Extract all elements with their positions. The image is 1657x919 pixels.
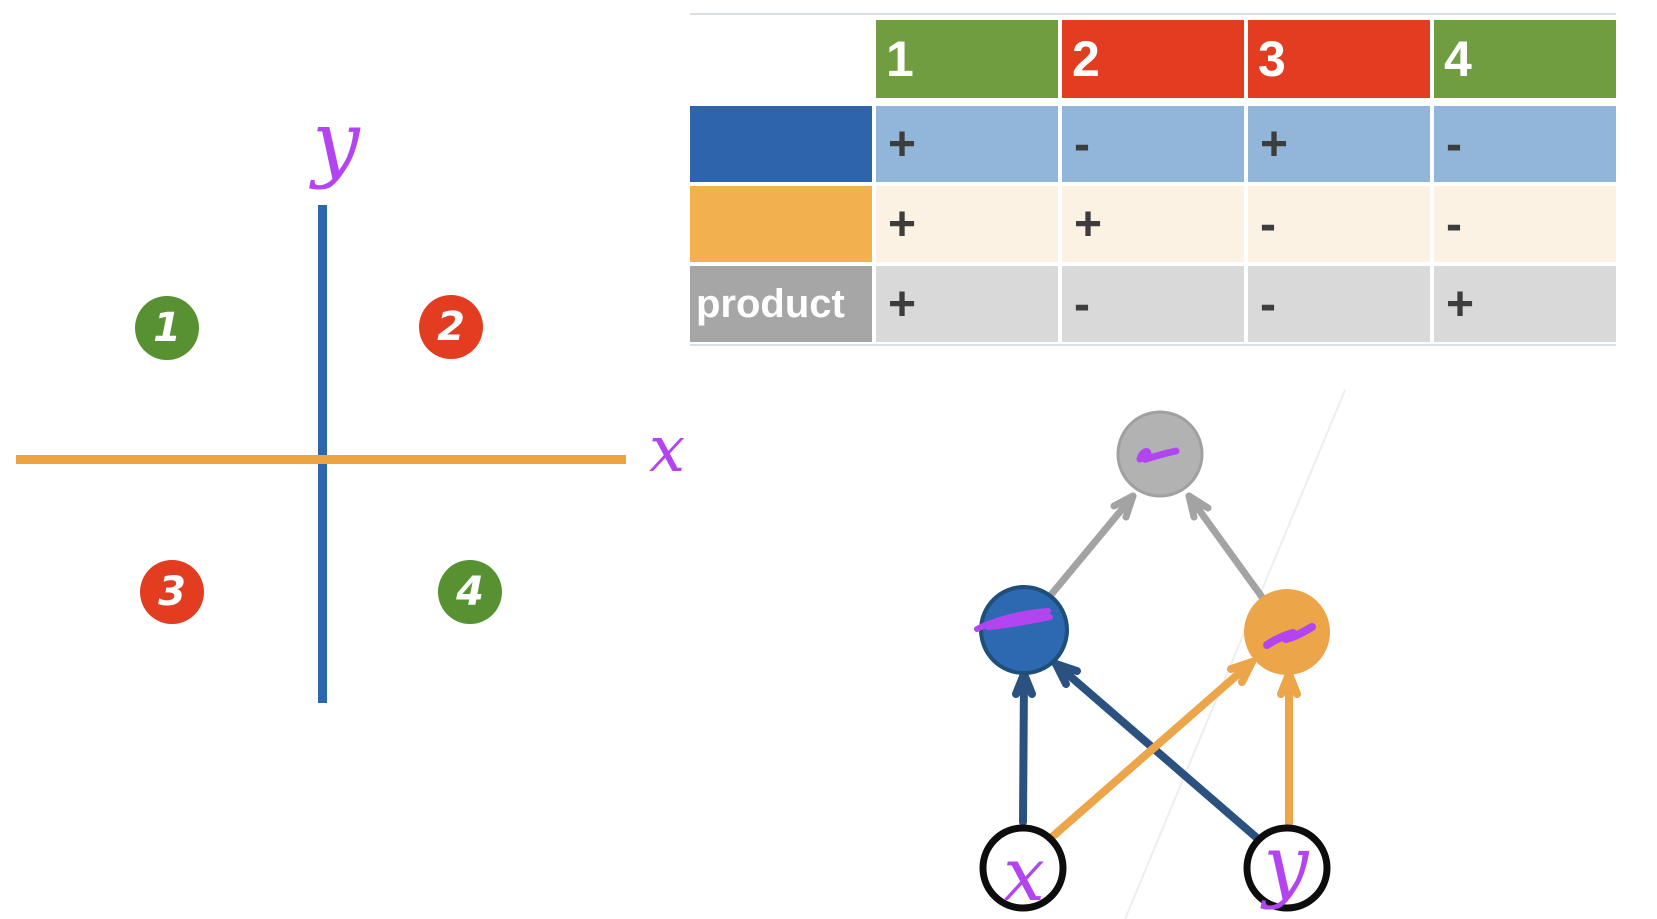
arrow-x-to-blue xyxy=(1019,670,1028,826)
sign-cell-x-q3: + xyxy=(1248,106,1430,182)
x-axis-line xyxy=(16,455,626,464)
arrow-y-to-blue xyxy=(1052,660,1261,842)
product-row-header: product xyxy=(690,266,872,342)
quadrant-2-badge: 2 xyxy=(419,295,483,359)
sign-cell-y-q3: - xyxy=(1248,186,1430,262)
sign-cell-x-q4: - xyxy=(1434,106,1616,182)
arrowhead-y-to-blue xyxy=(1052,660,1081,688)
input-node-x xyxy=(979,824,1067,912)
orange-node-mark xyxy=(1263,623,1316,649)
sign-cell-y-q4: - xyxy=(1434,186,1616,262)
quadrant-3-badge: 3 xyxy=(140,560,204,624)
sign-cell-x-q2: - xyxy=(1062,106,1244,182)
table-body: + - + - + + - - product + - - + xyxy=(690,106,1616,342)
arrow-blue-to-output xyxy=(1046,492,1137,600)
sign-cell-y-q1: + xyxy=(876,186,1058,262)
hidden-node-blue xyxy=(979,585,1069,675)
arrowhead-orange-to-output xyxy=(1185,492,1212,521)
input-y-label: y xyxy=(1260,818,1310,911)
column-header-2: 2 xyxy=(1062,20,1244,98)
faint-diagonal-line xyxy=(1124,389,1346,919)
table-top-border xyxy=(690,13,1616,15)
quadrant-1-badge: 1 xyxy=(135,296,199,360)
input-x-label: x xyxy=(1003,832,1045,918)
quadrant-4-badge: 4 xyxy=(438,560,502,624)
quadrant-1-label: 1 xyxy=(153,305,181,351)
column-header-3: 3 xyxy=(1248,20,1430,98)
sign-cell-y-q2: + xyxy=(1062,186,1244,262)
y-axis-line xyxy=(318,205,327,703)
x-axis-label: x xyxy=(648,413,686,487)
column-header-1: 1 xyxy=(876,20,1058,98)
table-header-row: 1 2 3 4 xyxy=(690,20,1616,98)
sign-cell-x-q1: + xyxy=(876,106,1058,182)
sign-cell-product-q4: + xyxy=(1434,266,1616,342)
quadrant-3-label: 3 xyxy=(158,569,186,615)
blue-node-mark xyxy=(974,608,1053,632)
quadrant-4-label: 4 xyxy=(456,569,484,615)
quadrant-2-label: 2 xyxy=(437,304,465,350)
arrow-x-to-orange xyxy=(1048,658,1256,841)
sign-cell-product-q2: - xyxy=(1062,266,1244,342)
table-bottom-border xyxy=(690,344,1616,346)
arrow-orange-to-output xyxy=(1185,492,1266,601)
y-axis-label: y xyxy=(312,93,360,191)
column-header-4: 4 xyxy=(1434,20,1616,98)
input-node-y xyxy=(1243,824,1331,912)
sign-cell-product-q1: + xyxy=(876,266,1058,342)
row-swatch-orange xyxy=(690,186,872,262)
row-swatch-blue xyxy=(690,106,872,182)
arrowhead-x-to-orange xyxy=(1227,658,1256,686)
output-node-mark xyxy=(1136,447,1180,463)
arrowhead-blue-to-output xyxy=(1110,492,1137,521)
sign-cell-product-q3: - xyxy=(1248,266,1430,342)
